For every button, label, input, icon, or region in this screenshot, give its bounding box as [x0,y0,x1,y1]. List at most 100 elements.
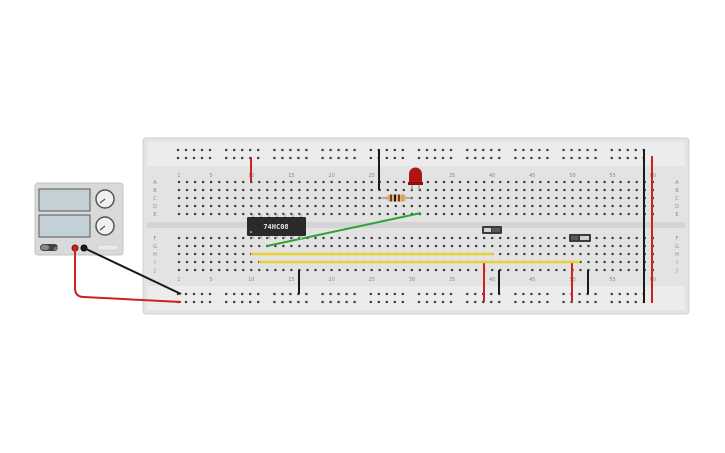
breadboard-hole[interactable] [386,204,389,208]
breadboard-hole[interactable] [514,148,517,152]
breadboard-hole[interactable] [466,148,469,152]
breadboard-hole[interactable] [611,188,614,192]
breadboard-hole[interactable] [467,236,470,240]
breadboard-hole[interactable] [635,236,638,240]
breadboard-hole[interactable] [563,196,566,200]
breadboard-hole[interactable] [289,300,292,304]
breadboard-hole[interactable] [234,260,237,264]
breadboard-hole[interactable] [571,188,574,192]
breadboard-hole[interactable] [563,252,566,256]
breadboard-hole[interactable] [346,204,349,208]
breadboard-hole[interactable] [306,244,309,248]
breadboard-hole[interactable] [314,196,317,200]
breadboard-hole[interactable] [184,300,188,304]
breadboard-hole[interactable] [322,204,325,208]
breadboard-hole[interactable] [635,252,638,256]
breadboard-hole[interactable] [242,180,245,184]
breadboard-hole[interactable] [595,260,598,264]
breadboard-hole[interactable] [547,268,550,272]
breadboard-hole[interactable] [354,188,357,192]
breadboard-hole[interactable] [306,268,309,272]
breadboard-hole[interactable] [579,196,582,200]
breadboard-hole[interactable] [322,212,325,216]
breadboard-hole[interactable] [250,212,253,216]
breadboard-hole[interactable] [467,244,470,248]
breadboard-hole[interactable] [289,148,292,152]
breadboard-hole[interactable] [491,196,494,200]
breadboard-hole[interactable] [498,156,501,160]
breadboard-hole[interactable] [499,252,502,256]
breadboard-hole[interactable] [514,156,517,160]
breadboard-hole[interactable] [547,188,550,192]
breadboard[interactable]: 151015202530354045505560 151015202530354… [142,137,690,315]
breadboard-hole[interactable] [362,180,365,184]
breadboard-hole[interactable] [619,260,622,264]
breadboard-hole[interactable] [587,244,590,248]
breadboard-hole[interactable] [210,244,213,248]
breadboard-hole[interactable] [587,260,590,264]
breadboard-hole[interactable] [507,268,510,272]
breadboard-hole[interactable] [305,148,308,152]
breadboard-hole[interactable] [442,268,446,272]
breadboard-hole[interactable] [523,180,526,184]
breadboard-hole[interactable] [273,148,276,152]
breadboard-hole[interactable] [442,236,446,240]
breadboard-hole[interactable] [322,180,325,184]
breadboard-hole[interactable] [330,204,333,208]
breadboard-hole[interactable] [555,236,558,240]
breadboard-hole[interactable] [547,180,550,184]
breadboard-hole[interactable] [603,244,606,248]
breadboard-hole[interactable] [266,212,269,216]
breadboard-hole[interactable] [450,236,454,240]
breadboard-hole[interactable] [627,204,630,208]
breadboard-hole[interactable] [539,196,542,200]
breadboard-hole[interactable] [346,244,349,248]
breadboard-hole[interactable] [177,212,181,216]
breadboard-hole[interactable] [354,212,357,216]
breadboard-hole[interactable] [402,180,405,184]
breadboard-hole[interactable] [634,300,637,304]
breadboard-hole[interactable] [362,268,365,272]
breadboard-hole[interactable] [394,268,397,272]
breadboard-hole[interactable] [555,204,558,208]
breadboard-hole[interactable] [241,148,244,152]
breadboard-hole[interactable] [531,212,534,216]
breadboard-hole[interactable] [297,300,300,304]
breadboard-hole[interactable] [538,300,541,304]
breadboard-hole[interactable] [515,252,518,256]
breadboard-hole[interactable] [546,156,549,160]
breadboard-hole[interactable] [202,268,205,272]
breadboard-hole[interactable] [434,236,438,240]
breadboard-hole[interactable] [218,180,221,184]
slide-switch[interactable] [482,226,502,234]
breadboard-hole[interactable] [441,156,445,160]
breadboard-hole[interactable] [563,268,566,272]
breadboard-hole[interactable] [530,156,533,160]
breadboard-hole[interactable] [402,204,405,208]
breadboard-hole[interactable] [298,188,301,192]
breadboard-hole[interactable] [530,292,533,296]
breadboard-hole[interactable] [218,236,221,240]
breadboard-hole[interactable] [225,300,228,304]
breadboard-hole[interactable] [618,148,621,152]
breadboard-hole[interactable] [523,188,526,192]
breadboard-hole[interactable] [434,268,438,272]
breadboard-hole[interactable] [530,148,533,152]
breadboard-hole[interactable] [587,180,590,184]
breadboard-hole[interactable] [194,196,197,200]
breadboard-hole[interactable] [475,268,478,272]
breadboard-hole[interactable] [634,292,637,296]
breadboard-hole[interactable] [458,268,462,272]
breadboard-hole[interactable] [523,196,526,200]
breadboard-hole[interactable] [234,252,237,256]
breadboard-hole[interactable] [282,180,285,184]
breadboard-hole[interactable] [595,268,598,272]
breadboard-hole[interactable] [426,180,429,184]
breadboard-hole[interactable] [475,180,478,184]
breadboard-hole[interactable] [466,156,469,160]
breadboard-hole[interactable] [234,244,237,248]
breadboard-hole[interactable] [467,268,470,272]
breadboard-hole[interactable] [594,300,597,304]
breadboard-hole[interactable] [603,212,606,216]
breadboard-hole[interactable] [467,196,470,200]
